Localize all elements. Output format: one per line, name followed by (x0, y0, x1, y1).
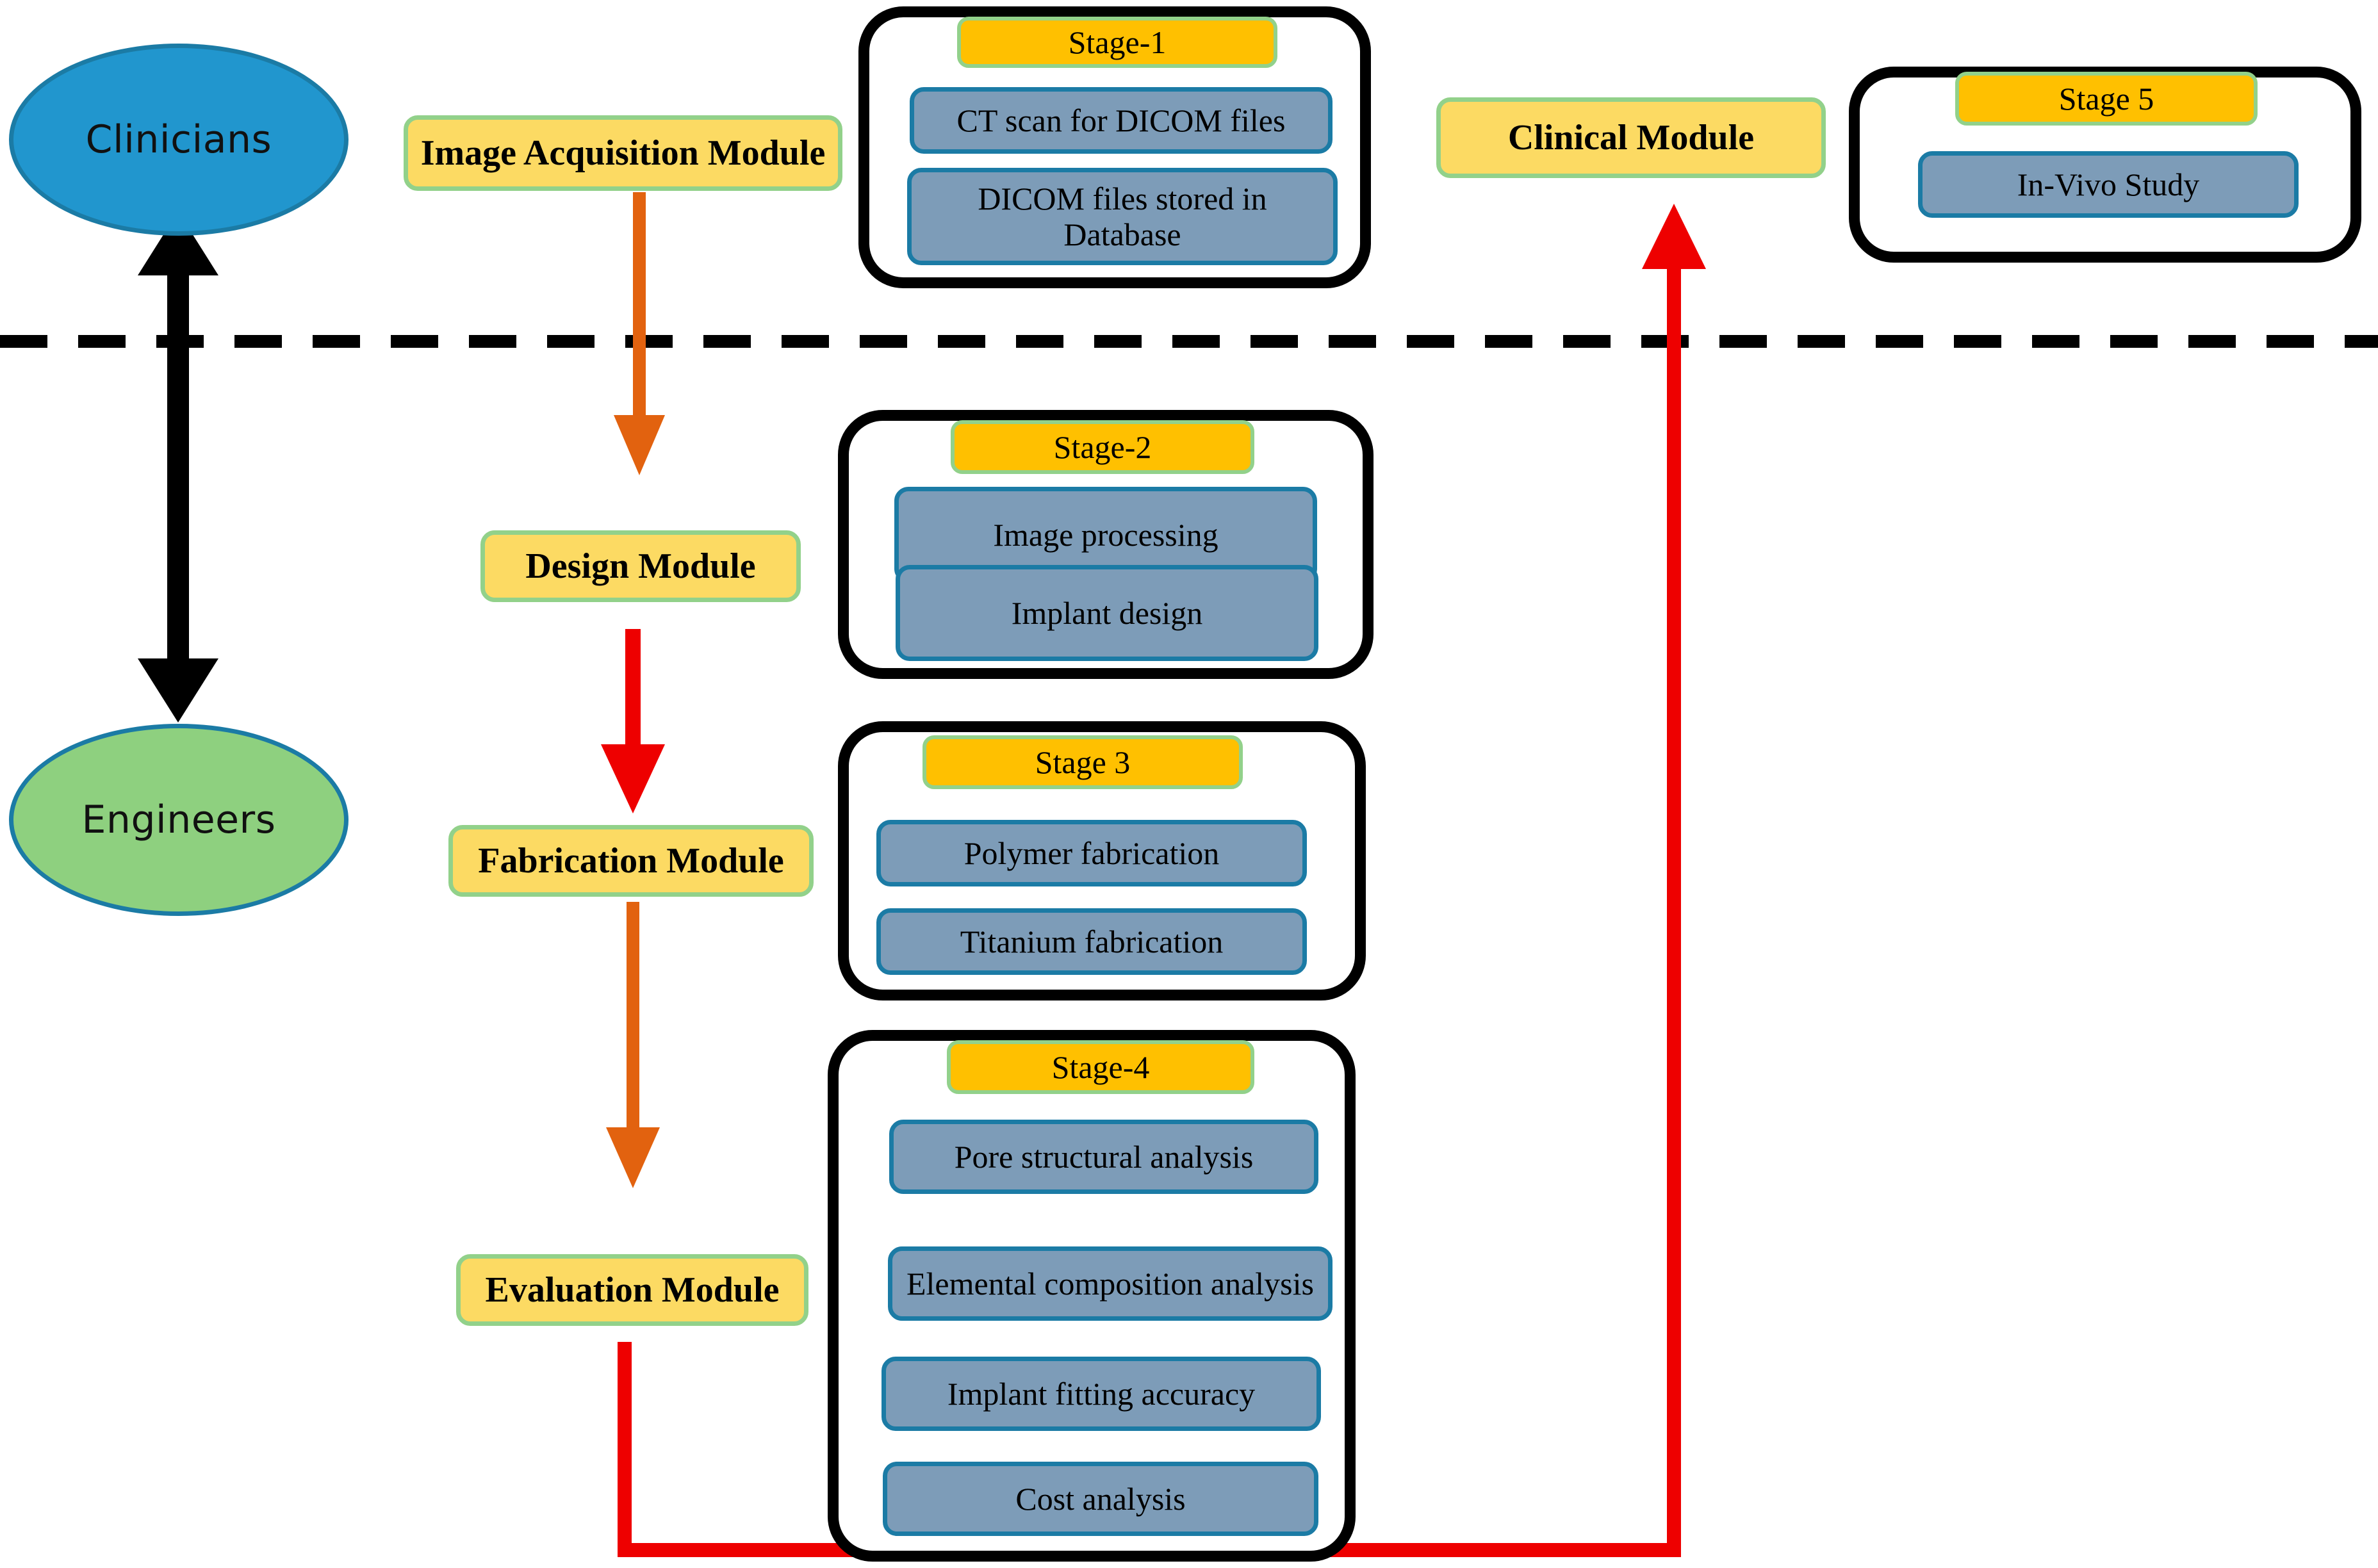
stage-title-stage3: Stage 3 (922, 735, 1243, 789)
fabrication-to-evaluation-arrow (606, 902, 660, 1188)
stage-title-stage2-label: Stage-2 (1053, 429, 1152, 465)
actor-clinicians-label: Clinicians (85, 117, 272, 162)
design-to-fabrication-arrow (601, 629, 665, 813)
module-evaluation[interactable]: Evaluation Module (456, 1254, 808, 1326)
task-stage5-0[interactable]: In-Vivo Study (1918, 151, 2299, 218)
module-fabrication-label: Fabrication Module (478, 840, 784, 881)
module-design-label: Design Module (525, 546, 756, 586)
module-fabrication[interactable]: Fabrication Module (448, 825, 814, 897)
actor-engineers[interactable]: Engineers (9, 724, 348, 916)
task-stage5-0-label: In-Vivo Study (2017, 167, 2200, 202)
stage-title-stage1-label: Stage-1 (1068, 24, 1167, 60)
stage-title-stage1: Stage-1 (957, 17, 1277, 68)
stage-title-stage2: Stage-2 (951, 420, 1254, 474)
task-stage1-0-label: CT scan for DICOM files (956, 102, 1286, 138)
actor-engineers-label: Engineers (81, 797, 276, 842)
task-stage4-3[interactable]: Cost analysis (883, 1462, 1318, 1536)
stage-title-stage4-label: Stage-4 (1051, 1049, 1150, 1085)
task-stage3-1-label: Titanium fabrication (960, 924, 1224, 960)
actor-clinicians[interactable]: Clinicians (9, 44, 348, 236)
image-acquisition-to-design-arrow (614, 192, 665, 475)
task-stage4-0-label: Pore structural analysis (954, 1139, 1254, 1175)
task-stage2-0-label: Image processing (993, 517, 1218, 553)
module-clinical-label: Clinical Module (1507, 117, 1755, 158)
stage-title-stage3-label: Stage 3 (1035, 744, 1131, 780)
module-design[interactable]: Design Module (480, 530, 801, 602)
stage-title-stage4: Stage-4 (947, 1040, 1254, 1094)
task-stage3-0[interactable]: Polymer fabrication (876, 820, 1307, 886)
module-clinical[interactable]: Clinical Module (1436, 97, 1826, 178)
task-stage4-1-label: Elemental composition analysis (906, 1266, 1314, 1302)
task-stage4-3-label: Cost analysis (1015, 1481, 1186, 1517)
task-stage2-1-label: Implant design (1011, 595, 1203, 631)
task-stage4-0[interactable]: Pore structural analysis (889, 1120, 1318, 1194)
module-image-acquisition-label: Image Acquisition Module (420, 133, 826, 173)
clinicians-engineers-double-arrow (138, 211, 218, 723)
task-stage1-1-label: DICOM files stored in Database (978, 181, 1267, 252)
stage-title-stage5: Stage 5 (1955, 72, 2258, 126)
module-evaluation-label: Evaluation Module (485, 1270, 780, 1310)
task-stage3-1[interactable]: Titanium fabrication (876, 908, 1307, 975)
task-stage2-1[interactable]: Implant design (896, 565, 1318, 661)
module-image-acquisition[interactable]: Image Acquisition Module (404, 115, 842, 191)
task-stage1-1[interactable]: DICOM files stored in Database (907, 168, 1338, 265)
task-stage4-2-label: Implant fitting accuracy (947, 1376, 1256, 1412)
task-stage4-2[interactable]: Implant fitting accuracy (882, 1357, 1321, 1431)
stage-title-stage5-label: Stage 5 (2058, 81, 2154, 117)
task-stage4-1[interactable]: Elemental composition analysis (888, 1246, 1332, 1321)
task-stage3-0-label: Polymer fabrication (964, 835, 1220, 871)
task-stage1-0[interactable]: CT scan for DICOM files (910, 87, 1332, 154)
